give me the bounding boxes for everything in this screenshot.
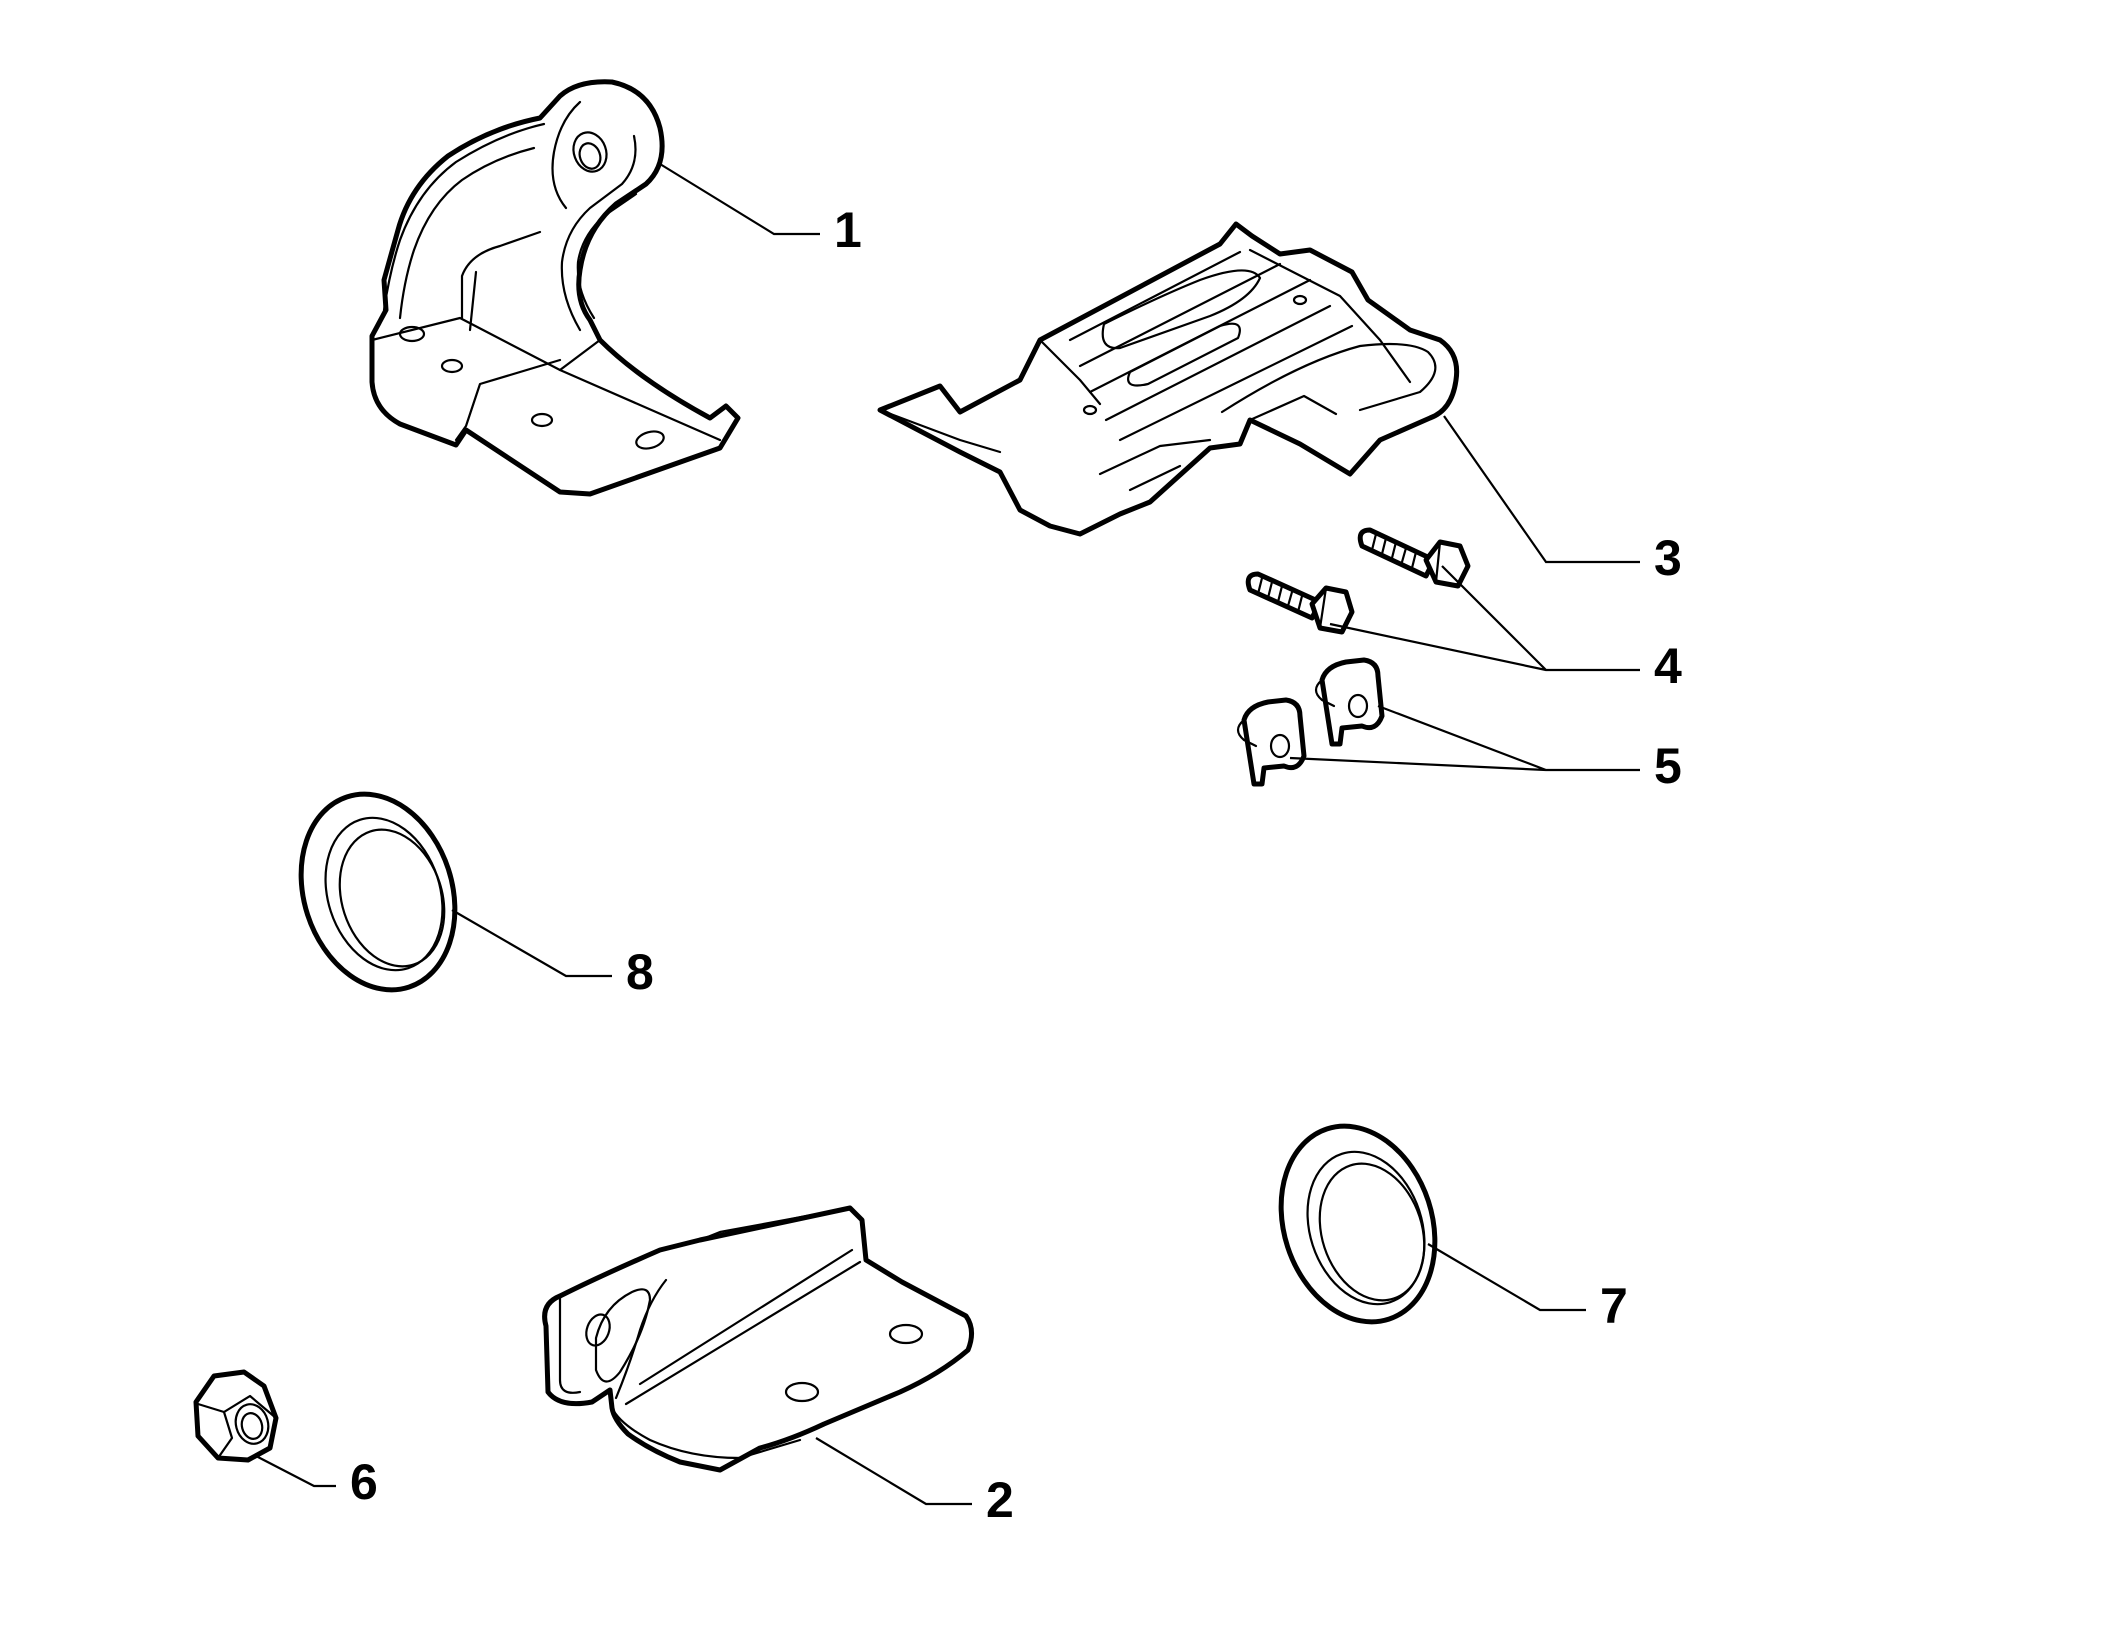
clip-upper	[1314, 657, 1385, 747]
leader-4	[1329, 565, 1640, 672]
callout-7: 7	[1600, 1278, 1628, 1334]
part-7-seal-ring[interactable]	[1257, 1106, 1460, 1342]
part-2-bracket[interactable]	[542, 1205, 974, 1473]
leader-8	[451, 909, 612, 978]
callout-8: 8	[626, 944, 654, 1000]
callout-2: 2	[986, 1472, 1014, 1528]
callout-3: 3	[1654, 530, 1682, 586]
part-8-seal-ring[interactable]	[277, 774, 480, 1010]
bolt-upper	[1357, 527, 1471, 589]
leader-7	[1427, 1243, 1586, 1312]
bolt-lower	[1245, 571, 1355, 635]
leader-1	[659, 163, 820, 236]
leader-6	[255, 1455, 336, 1488]
leader-5	[1289, 704, 1640, 772]
part-4-bolts[interactable]	[1245, 527, 1471, 635]
callout-4: 4	[1654, 638, 1682, 694]
part-3-heat-shield[interactable]	[877, 221, 1460, 537]
callout-1: 1	[834, 202, 862, 258]
part-1-bracket[interactable]	[369, 79, 741, 497]
clip-lower	[1236, 697, 1307, 787]
leader-3	[1443, 415, 1640, 564]
part-5-clips[interactable]	[1236, 657, 1385, 787]
callouts: 1 2 3 4 5 6 7 8	[350, 202, 1682, 1528]
leader-lines	[255, 163, 1640, 1506]
callout-6: 6	[350, 1454, 378, 1510]
part-6-hex-nut[interactable]	[193, 1369, 279, 1463]
leader-2	[815, 1437, 972, 1506]
callout-5: 5	[1654, 738, 1682, 794]
